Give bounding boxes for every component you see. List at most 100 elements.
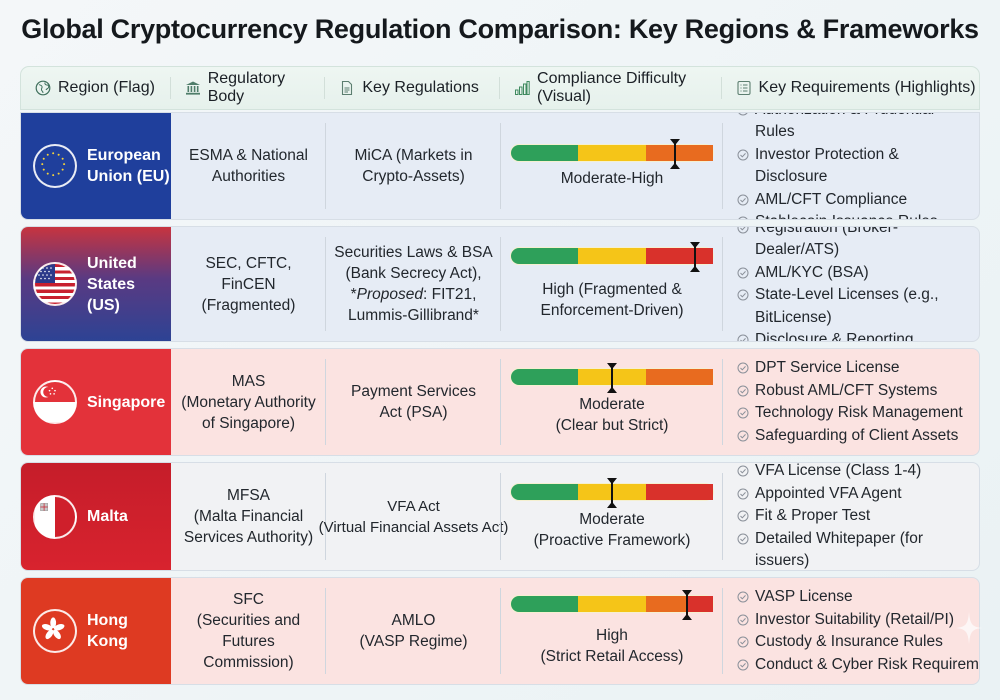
table-header: Region (Flag) Regulatory Body Key Regula… bbox=[20, 66, 980, 110]
difficulty-label: High bbox=[596, 627, 628, 644]
difficulty-gauge bbox=[510, 477, 714, 508]
key-regulations-cell: AMLO (VASP Regime) bbox=[326, 578, 501, 684]
difficulty-gauge bbox=[510, 242, 714, 272]
requirement-item: VFA License (Class 1-4) bbox=[737, 463, 973, 483]
difficulty-label: High (Fragmented & bbox=[542, 281, 682, 298]
compliance-difficulty-cell: Moderate (Proactive Framework) bbox=[501, 463, 723, 570]
key-requirements-cell: Registration (Broker-Dealer/ATS) AML/KYC… bbox=[723, 227, 979, 341]
check-circle-icon bbox=[737, 488, 749, 500]
requirements-list: VASP License Investor Suitability (Retai… bbox=[737, 586, 979, 677]
column-header-region: Region (Flag) bbox=[21, 67, 171, 109]
difficulty-sublabel: Enforcement-Driven) bbox=[540, 302, 684, 319]
key-regulations-cell: Payment Services Act (PSA) bbox=[326, 349, 501, 455]
key-requirements-cell: VASP License Investor Suitability (Retai… bbox=[723, 578, 979, 684]
column-header-regulatory-body: Regulatory Body bbox=[171, 67, 326, 109]
sg-flag-icon bbox=[33, 380, 77, 424]
region-cell: Singapore bbox=[21, 349, 171, 455]
column-header-label: Key Requirements (Highlights) bbox=[758, 79, 976, 96]
difficulty-gauge bbox=[510, 138, 714, 169]
requirements-list: VFA License (Class 1-4) Appointed VFA Ag… bbox=[737, 463, 973, 570]
regulatory-body-cell: SEC, CFTC, FinCEN (Fragmented) bbox=[171, 227, 326, 341]
column-header-compliance-difficulty: Compliance Difficulty (Visual) bbox=[500, 67, 722, 109]
difficulty-marker-icon bbox=[607, 477, 617, 508]
requirement-item: AML/KYC (BSA) bbox=[737, 262, 973, 285]
page-title: Global Cryptocurrency Regulation Compari… bbox=[21, 14, 979, 44]
check-circle-icon bbox=[737, 533, 749, 545]
hk-flag-icon bbox=[33, 609, 77, 653]
key-regulations-cell: Securities Laws & BSA (Bank Secrecy Act)… bbox=[326, 227, 501, 341]
region-cell: United States (US) bbox=[21, 227, 171, 341]
region-name: Hong Kong bbox=[87, 612, 128, 650]
key-regulations-cell: VFA Act (Virtual Financial Assets Act) bbox=[319, 463, 508, 570]
check-circle-icon bbox=[737, 614, 749, 625]
requirement-item: Investor Suitability (Retail/PI) bbox=[737, 609, 979, 632]
column-header-label: Compliance Difficulty (Visual) bbox=[537, 70, 687, 105]
difficulty-label: Moderate bbox=[579, 396, 645, 413]
region-cell: European Union (EU) bbox=[21, 113, 171, 219]
difficulty-marker-icon bbox=[669, 138, 680, 169]
key-requirements-cell: Authorization & Prudential Rules Investo… bbox=[723, 113, 979, 219]
check-circle-icon bbox=[737, 289, 749, 301]
requirement-item: Appointed VFA Agent bbox=[737, 483, 973, 506]
difficulty-label: Moderate-High bbox=[560, 169, 664, 187]
requirement-item: AML/CFT Compliance bbox=[737, 189, 973, 212]
requirements-list: Registration (Broker-Dealer/ATS) AML/KYC… bbox=[737, 227, 973, 341]
difficulty-sublabel: (Clear but Strict) bbox=[555, 417, 669, 434]
check-circle-icon bbox=[737, 267, 749, 278]
region-name: Singapore bbox=[87, 393, 166, 411]
table-row-eu: European Union (EU) ESMA & National Auth… bbox=[20, 112, 980, 220]
check-circle-icon bbox=[737, 659, 749, 670]
check-circle-icon bbox=[738, 113, 748, 115]
requirement-item: Conduct & Cyber Risk Requirements bbox=[737, 654, 979, 677]
table-row-malta: Malta MFSA (Malta Financial Services Aut… bbox=[20, 462, 980, 571]
requirement-item: Fit & Proper Test bbox=[737, 505, 973, 528]
difficulty-label: Moderate bbox=[579, 510, 645, 528]
regulatory-body-cell: MFSA (Malta Financial Services Authority… bbox=[171, 463, 326, 570]
requirement-item: Custody & Insurance Rules bbox=[737, 631, 979, 654]
difficulty-marker-icon bbox=[607, 363, 617, 393]
requirement-item: Safeguarding of Client Assets bbox=[737, 425, 963, 448]
requirement-item: Detailed Whitepaper (for issuers) bbox=[737, 528, 973, 570]
region-name: United States (US) bbox=[87, 254, 137, 314]
requirement-item: VASP License bbox=[737, 586, 979, 609]
region-name: European Union (EU) bbox=[87, 147, 170, 185]
sparkle-icon bbox=[956, 612, 982, 644]
compliance-difficulty-cell: High (Strict Retail Access) bbox=[501, 578, 723, 684]
requirement-item: Robust AML/CFT Systems bbox=[737, 380, 963, 403]
difficulty-gauge bbox=[510, 590, 714, 620]
eu-flag-icon bbox=[33, 144, 77, 188]
check-circle-icon bbox=[737, 194, 749, 205]
region-cell: Hong Kong bbox=[21, 578, 171, 684]
comparison-table: Region (Flag) Regulatory Body Key Regula… bbox=[20, 66, 980, 685]
bar-chart-icon bbox=[515, 81, 530, 95]
requirement-item: DPT Service License bbox=[737, 357, 963, 380]
requirement-item: Technology Risk Management bbox=[737, 402, 963, 425]
requirement-item: State-Level Licenses (e.g., BitLicense) bbox=[737, 284, 947, 329]
column-header-label: Regulatory Body bbox=[207, 70, 286, 105]
compliance-difficulty-cell: Moderate-High bbox=[501, 113, 723, 219]
check-circle-icon bbox=[737, 430, 749, 441]
table-row-us: United States (US) SEC, CFTC, FinCEN (Fr… bbox=[20, 226, 980, 342]
key-requirements-cell: VFA License (Class 1-4) Appointed VFA Ag… bbox=[723, 463, 979, 570]
difficulty-marker-icon bbox=[689, 242, 700, 272]
table-row-hong-kong: Hong Kong SFC (Securities and Futures Co… bbox=[20, 577, 980, 685]
bank-icon bbox=[185, 81, 200, 95]
globe-icon bbox=[35, 80, 51, 96]
check-circle-icon bbox=[737, 591, 749, 603]
column-header-label: Key Regulations bbox=[362, 79, 479, 96]
checklist-icon bbox=[736, 80, 751, 96]
compliance-difficulty-cell: High (Fragmented & Enforcement-Driven) bbox=[501, 227, 723, 341]
key-requirements-cell: DPT Service License Robust AML/CFT Syste… bbox=[723, 349, 979, 455]
check-circle-icon bbox=[737, 149, 749, 160]
requirement-item: Registration (Broker-Dealer/ATS) bbox=[737, 227, 973, 262]
requirement-item: Authorization & Prudential Rules bbox=[737, 113, 973, 144]
region-cell: Malta bbox=[21, 463, 171, 570]
regulatory-body-cell: ESMA & National Authorities bbox=[171, 113, 326, 219]
check-circle-icon bbox=[737, 636, 749, 648]
difficulty-gauge bbox=[510, 363, 714, 393]
mt-flag-icon bbox=[33, 494, 77, 539]
regulatory-body-cell: MAS (Monetary Authority of Singapore) bbox=[171, 349, 326, 455]
requirements-list: Authorization & Prudential Rules Investo… bbox=[737, 113, 973, 219]
difficulty-sublabel: (Strict Retail Access) bbox=[540, 648, 684, 665]
column-header-key-requirements: Key Requirements (Highlights) bbox=[722, 67, 979, 109]
